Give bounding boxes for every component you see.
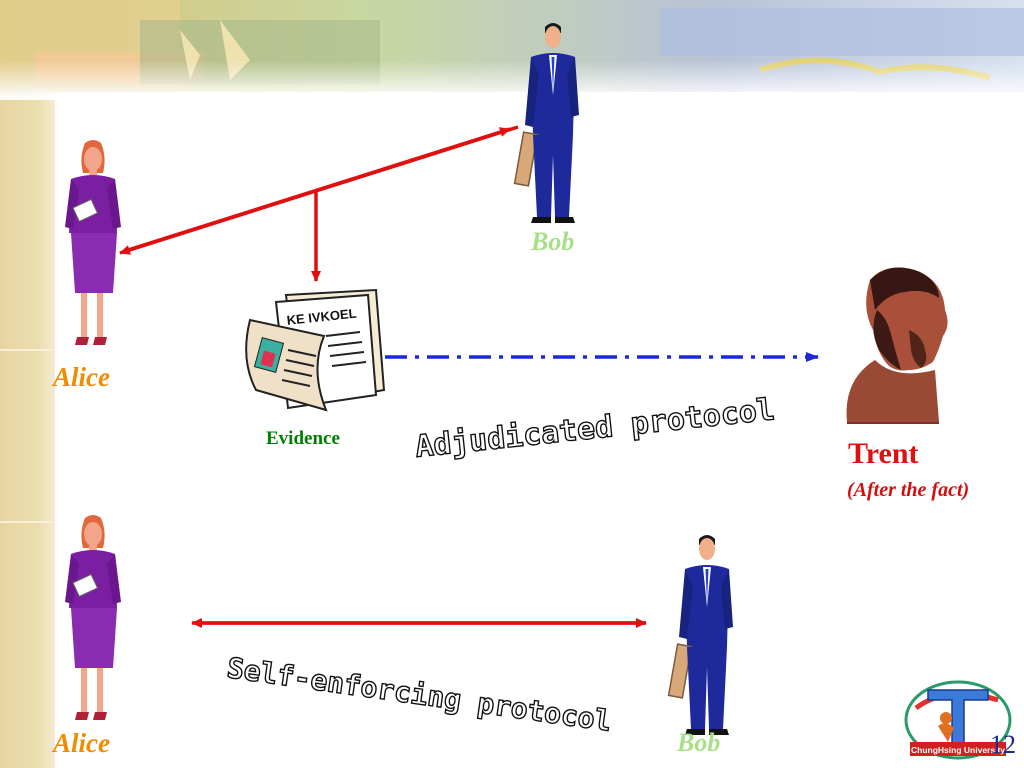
university-logo-icon: ChungHsing University xyxy=(904,680,1012,760)
bob-label-top: Bob xyxy=(531,227,575,256)
person-bob-icon xyxy=(513,23,579,223)
bob-label-bottom: Bob xyxy=(677,728,721,757)
logo-caption: ChungHsing University xyxy=(911,745,1005,755)
newspaper-icon: KE IVKOEL xyxy=(245,288,386,412)
person-alice-icon xyxy=(65,515,121,720)
person-bob-icon xyxy=(667,535,733,735)
page-number: 12 xyxy=(990,730,1016,759)
person-alice-icon xyxy=(65,140,121,345)
alice-label-top: Alice xyxy=(53,362,110,392)
evidence-label: Evidence xyxy=(266,428,340,449)
alice-label-bottom: Alice xyxy=(53,728,110,758)
bust-trent-icon xyxy=(846,267,948,424)
trent-label: Trent xyxy=(848,437,919,470)
newspaper-headline: KE IVKOEL xyxy=(286,306,357,328)
trent-note-label: (After the fact) xyxy=(847,479,970,501)
